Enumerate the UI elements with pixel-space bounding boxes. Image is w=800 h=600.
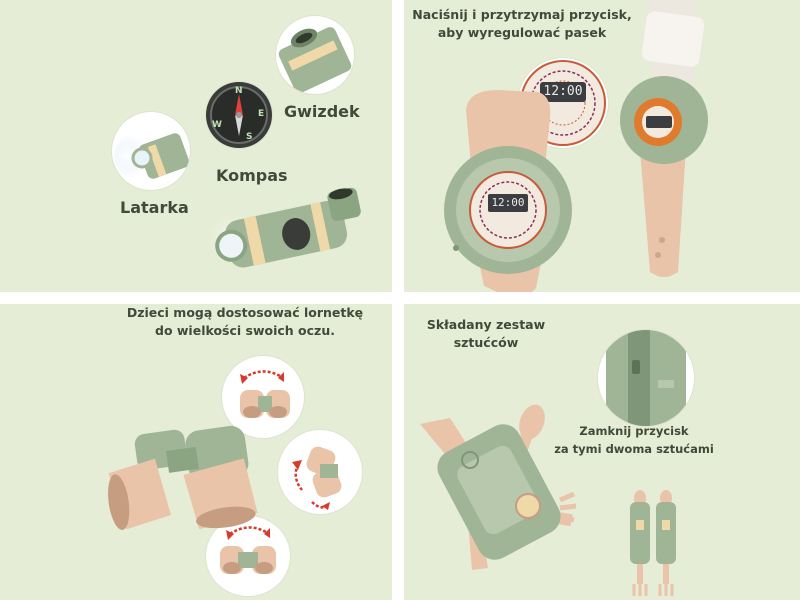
flashlight-detail-circle [112,112,190,190]
compass-label: Kompas [216,166,288,185]
panel-watch: Naciśnij i przytrzymaj przycisk, aby wyr… [404,0,800,292]
binoculars-caption: Dzieci mogą dostosować lornetkę do wielk… [100,304,390,340]
binoculars-adjust-image-1 [240,370,290,418]
cutlery-button-note-line-1: Zamknij przycisk [579,424,689,438]
flashlight-detail-image [114,133,190,179]
binoculars-image [108,425,258,530]
watch-caption-line-1: Naciśnij i przytrzymaj przycisk, [412,7,632,22]
compass-icon [210,86,268,144]
watch-side-view-image [620,0,708,277]
cutlery-caption: Składany zestaw sztućców [412,316,560,352]
cutlery-folded-image [630,490,676,596]
binoculars-caption-line-1: Dzieci mogą dostosować lornetkę [126,305,364,320]
panel-cutlery: Składany zestaw sztućców Zamknij przycis… [404,304,800,600]
compass-letter-w: W [212,120,222,130]
compass-detail-circle: N E S W [206,82,272,148]
whistle-label: Gwizdek [284,102,360,121]
binoculars-adjust-circle-2 [278,430,362,514]
watch-front-time: 12:00 [491,196,525,209]
multitool-whistle-image [206,187,361,268]
cutlery-unfolded-image [420,404,577,570]
compass-letter-n: N [235,86,243,96]
binoculars-adjust-circle-3 [206,516,290,596]
watch-caption-line-2: aby wyregulować pasek [437,25,607,40]
binoculars-caption-line-2: do wielkości swoich oczu. [155,323,335,338]
binoculars-adjust-circle-1 [222,356,304,438]
flashlight-label: Latarka [120,198,189,217]
compass-letter-e: E [258,109,265,119]
cutlery-button-note-line-2: za tymi dwoma sztućami [554,442,714,456]
cutlery-caption-line-1: Składany zestaw [426,317,546,332]
compass-letter-s: S [246,132,253,142]
watch-caption: Naciśnij i przytrzymaj przycisk, aby wyr… [404,6,660,42]
watch-detail-time: 12:00 [543,84,583,99]
cutlery-button-detail-image [606,330,686,426]
panel-whistle-tool: Gwizdek N E S W Kompas Latarka [0,0,392,292]
binoculars-adjust-image-2 [292,446,342,510]
cutlery-button-detail-circle [598,330,694,426]
panel-binoculars: Dzieci mogą dostosować lornetkę do wielk… [0,304,392,600]
cutlery-caption-line-2: sztućców [453,335,519,350]
watch-front-view-image [444,90,572,292]
cutlery-button-note: Zamknij przycisk za tymi dwoma sztućami [554,422,714,458]
whistle-detail-image [278,27,352,93]
binoculars-adjust-image-3 [220,526,276,574]
whistle-detail-circle [276,16,354,94]
